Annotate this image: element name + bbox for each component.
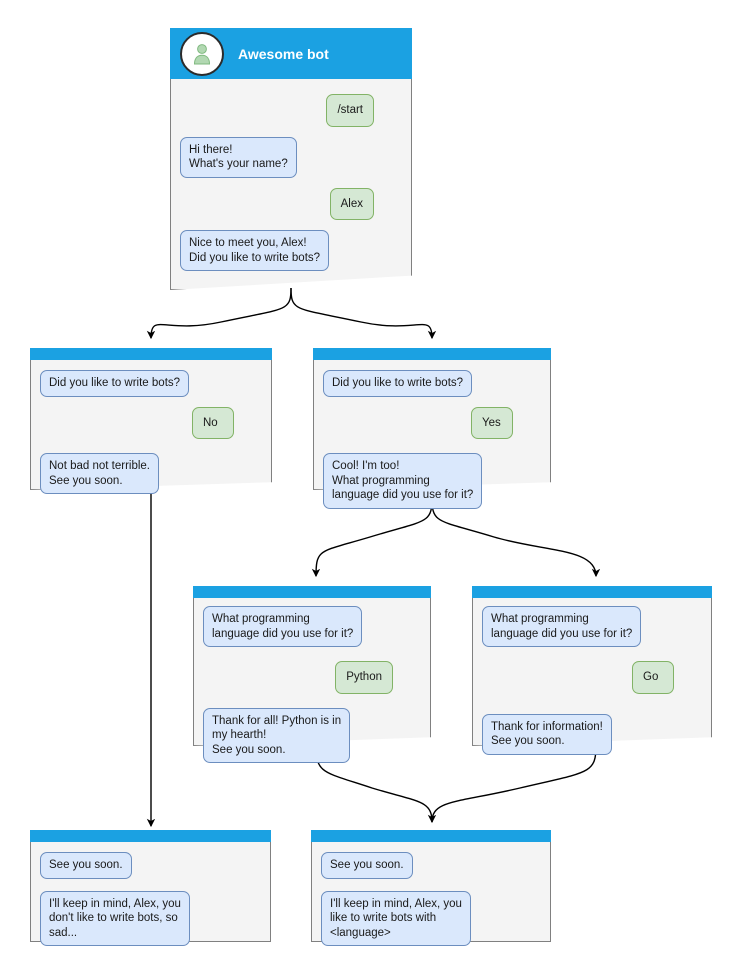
- message-row: Yes: [323, 406, 541, 439]
- user-message-bubble[interactable]: Go: [632, 661, 674, 694]
- node-header-bar: Awesome bot: [170, 28, 412, 79]
- node-header-bar: [30, 830, 271, 842]
- avatar: [180, 31, 224, 76]
- message-row: See you soon.: [321, 852, 541, 879]
- message-row: Thank for information! See you soon.: [482, 713, 702, 755]
- node-header-bar: [313, 348, 551, 360]
- user-message-bubble[interactable]: Yes: [471, 406, 513, 439]
- user-message-bubble[interactable]: Alex: [329, 187, 374, 220]
- message-row: Thank for all! Python is in my hearth! S…: [203, 707, 421, 763]
- chat-node-end-happy[interactable]: See you soon. I'll keep in mind, Alex, y…: [311, 830, 551, 946]
- message-row: Cool! I'm too! What programming language…: [323, 453, 541, 509]
- bot-message-bubble[interactable]: Nice to meet you, Alex! Did you like to …: [180, 230, 330, 271]
- node-header-bar: [311, 830, 551, 842]
- bot-title: Awesome bot: [238, 45, 329, 62]
- chat-node-python-branch[interactable]: What programming language did you use fo…: [193, 586, 431, 763]
- node-message-list: See you soon. I'll keep in mind, Alex, y…: [30, 844, 271, 956]
- message-row: I'll keep in mind, Alex, you don't like …: [40, 890, 261, 946]
- chat-node-end-sad[interactable]: See you soon. I'll keep in mind, Alex, y…: [30, 830, 271, 946]
- bot-message-bubble[interactable]: Did you like to write bots?: [323, 370, 473, 397]
- message-row: Python: [203, 661, 421, 694]
- node-message-list: Did you like to write bots? Yes Cool! I'…: [313, 362, 551, 519]
- user-message-bubble[interactable]: Python: [335, 661, 393, 694]
- bot-message-bubble[interactable]: Thank for information! See you soon.: [482, 713, 612, 755]
- message-row: Not bad not terrible. See you soon.: [40, 453, 262, 494]
- bot-message-bubble[interactable]: What programming language did you use fo…: [482, 606, 642, 647]
- message-row: See you soon.: [40, 852, 261, 879]
- edge-root-to-no: [146, 287, 292, 340]
- bot-message-bubble[interactable]: Thank for all! Python is in my hearth! S…: [203, 707, 351, 763]
- message-row: I'll keep in mind, Alex, you like to wri…: [321, 890, 541, 946]
- bot-message-bubble[interactable]: See you soon.: [40, 852, 132, 879]
- bot-message-bubble[interactable]: Not bad not terrible. See you soon.: [40, 453, 160, 494]
- user-message-bubble[interactable]: /start: [326, 94, 374, 127]
- message-row: No: [40, 406, 262, 439]
- node-header-bar: [472, 586, 712, 598]
- bot-message-bubble[interactable]: Hi there! What's your name?: [180, 136, 297, 178]
- node-header-bar: [193, 586, 431, 598]
- node-message-list: /start Hi there! What's your name? Alex …: [170, 86, 412, 281]
- node-message-list: What programming language did you use fo…: [193, 598, 431, 773]
- message-row: Go: [482, 661, 702, 694]
- node-message-list: What programming language did you use fo…: [472, 598, 712, 765]
- message-row: What programming language did you use fo…: [482, 606, 702, 647]
- user-message-bubble[interactable]: No: [192, 406, 234, 439]
- bot-message-bubble[interactable]: Did you like to write bots?: [40, 370, 190, 397]
- message-row: Nice to meet you, Alex! Did you like to …: [180, 230, 402, 271]
- bot-message-bubble[interactable]: I'll keep in mind, Alex, you don't like …: [40, 890, 190, 946]
- bot-message-bubble[interactable]: See you soon.: [321, 852, 413, 879]
- message-row: /start: [180, 94, 402, 127]
- chat-node-root[interactable]: Awesome bot /start Hi there! What's your…: [170, 28, 412, 290]
- node-message-list: See you soon. I'll keep in mind, Alex, y…: [311, 844, 551, 956]
- message-row: Did you like to write bots?: [323, 370, 541, 397]
- bot-message-bubble[interactable]: Cool! I'm too! What programming language…: [323, 453, 483, 509]
- chat-node-go-branch[interactable]: What programming language did you use fo…: [472, 586, 712, 755]
- message-row: What programming language did you use fo…: [203, 606, 421, 647]
- message-row: Alex: [180, 187, 402, 220]
- message-row: Hi there! What's your name?: [180, 136, 402, 178]
- node-message-list: Did you like to write bots? No Not bad n…: [30, 362, 272, 504]
- chat-node-yes-branch[interactable]: Did you like to write bots? Yes Cool! I'…: [313, 348, 551, 509]
- node-header-bar: [30, 348, 272, 360]
- bot-message-bubble[interactable]: I'll keep in mind, Alex, you like to wri…: [321, 890, 471, 946]
- edge-root-to-yes: [290, 287, 437, 340]
- bot-message-bubble[interactable]: What programming language did you use fo…: [203, 606, 363, 647]
- chat-node-no-branch[interactable]: Did you like to write bots? No Not bad n…: [30, 348, 272, 494]
- message-row: Did you like to write bots?: [40, 370, 262, 397]
